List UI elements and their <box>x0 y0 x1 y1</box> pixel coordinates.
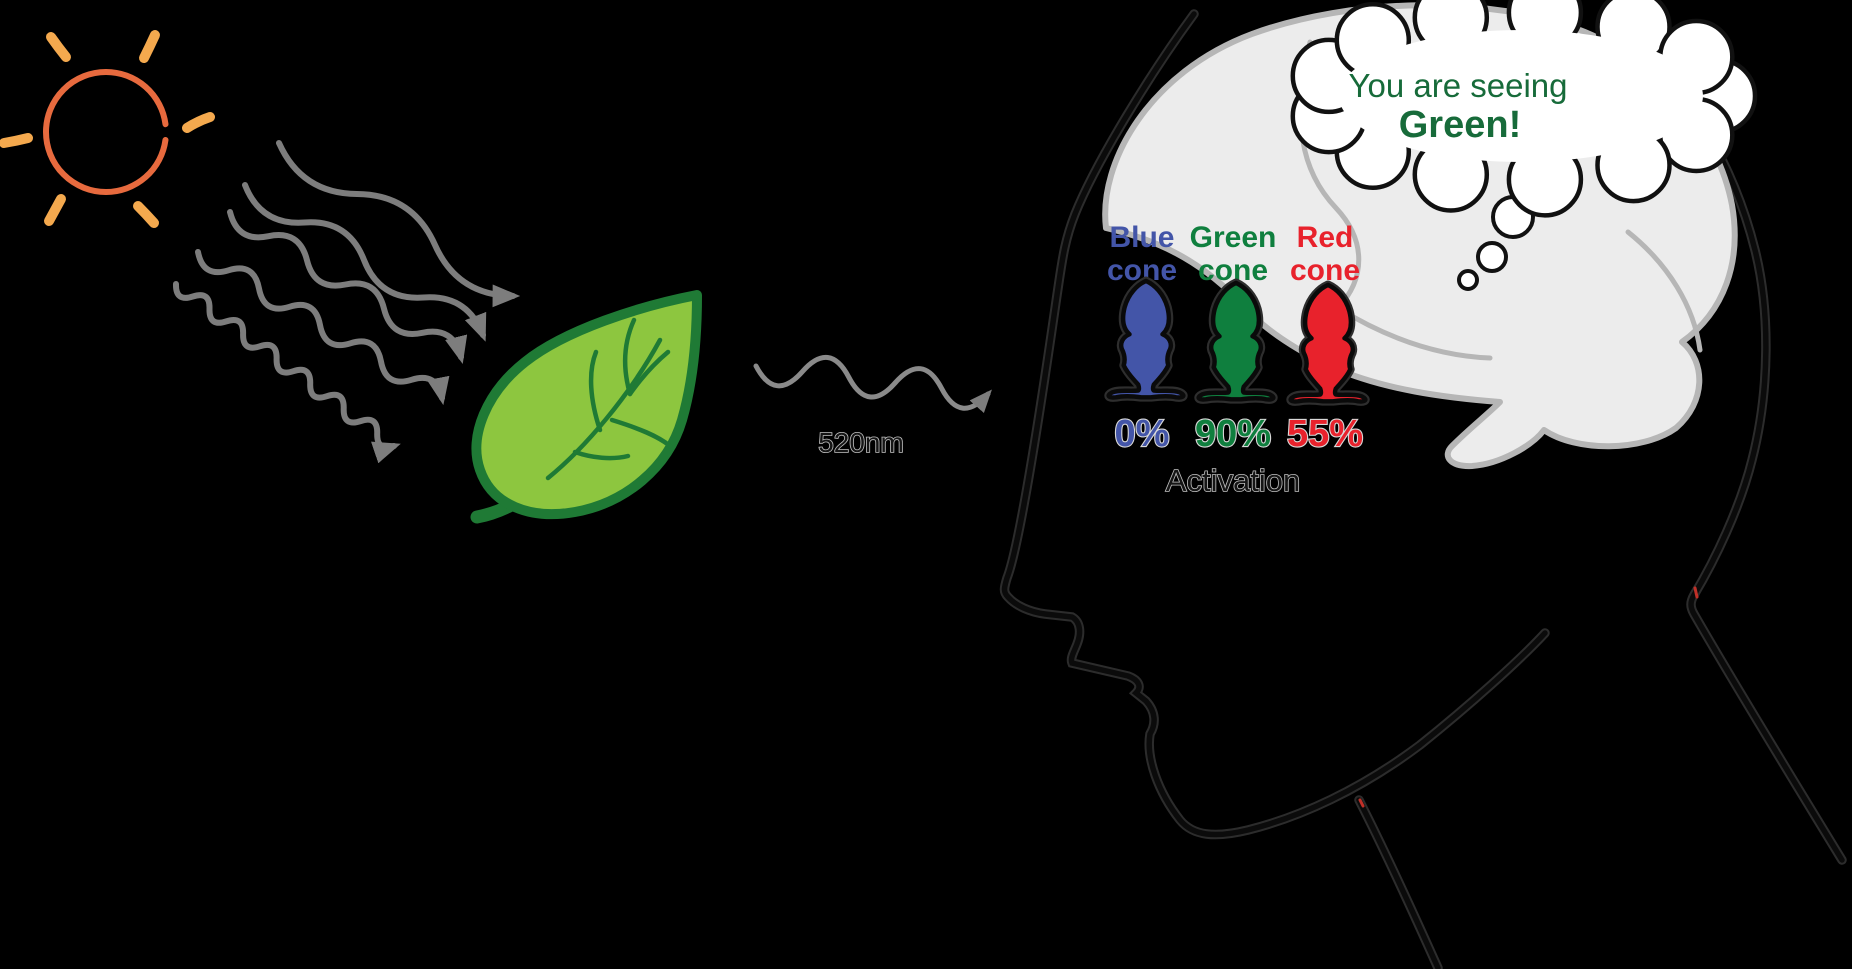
activation-label: Activation <box>1166 463 1300 498</box>
sun-icon <box>0 30 215 228</box>
wavelength-label: 520nm <box>818 427 904 458</box>
reflected-wave-icon <box>753 354 992 414</box>
brain-fold <box>1625 229 1703 353</box>
sun-disc <box>43 69 169 195</box>
leaf-vein <box>627 349 671 397</box>
head-profile-icon <box>1005 14 1843 968</box>
thought-text-line1: You are seeing <box>1349 67 1568 104</box>
leaf-icon <box>470 290 702 524</box>
sun-ray <box>46 32 71 62</box>
leaf-vein <box>588 349 603 433</box>
sun-ray <box>0 133 33 148</box>
cone-activation-value: 0% <box>1115 413 1170 455</box>
leaf-body <box>471 290 702 520</box>
jaw-mark <box>1358 798 1365 808</box>
brain-fold <box>1335 305 1493 361</box>
sun-ray <box>139 30 160 63</box>
leaf-vein <box>545 337 663 481</box>
wave-arrow-icon <box>276 140 521 308</box>
leaf-vein <box>609 417 673 449</box>
sun-ray <box>44 194 66 226</box>
bubble-cloud-fill <box>1339 30 1703 162</box>
sun-ray <box>182 112 215 133</box>
wave-arrow-icon <box>173 281 401 464</box>
cone-activation-value: 55% <box>1287 413 1363 455</box>
thought-bubble-icon: You are seeing Green! <box>1290 0 1758 291</box>
cone-activation-value: 90% <box>1195 413 1271 455</box>
sunlight-wave-arrows <box>173 140 521 464</box>
nape-mark <box>1693 586 1699 599</box>
bubble-trail-dot <box>1476 241 1508 273</box>
leaf-vein <box>572 449 631 461</box>
wave-arrow-icon <box>242 182 487 342</box>
wave-arrow-icon <box>195 249 450 406</box>
thought-text-line2: Green! <box>1399 104 1521 146</box>
leaf-vein <box>622 317 637 397</box>
front-neck-line <box>1359 800 1438 968</box>
reflected-light: 520nm <box>753 354 992 459</box>
wave-arrow-icon <box>227 209 468 364</box>
bubble-trail-dot <box>1457 269 1479 291</box>
sun-ray <box>133 201 159 228</box>
